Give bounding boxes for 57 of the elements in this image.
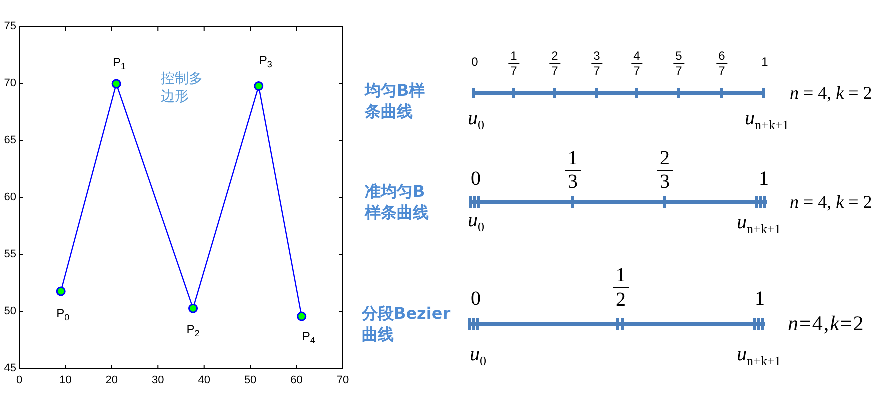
fraction-numerator: 2 [657, 148, 673, 172]
point-label: P$_{4}$ [302, 330, 316, 346]
y-tick-label: 50 [4, 306, 16, 318]
fraction-denominator: 7 [552, 65, 558, 77]
y-tick-label: 45 [4, 364, 16, 374]
knot-value-label: 1 [759, 169, 769, 189]
knot-symbol-label: u$_{0}$ [470, 344, 486, 368]
fraction-numerator: 2 [550, 50, 560, 64]
knot-value-label: 0 [471, 289, 481, 309]
knot-value-label: 1 [762, 56, 768, 68]
curve-type-label: 分段Bezier曲线 [362, 303, 452, 345]
fraction-numerator: 1 [508, 50, 520, 64]
fraction-numerator: 6 [716, 50, 728, 64]
fraction-denominator: 2 [616, 290, 626, 310]
knot-symbol-label: u$_{0}$ [468, 210, 484, 234]
point-label: P$_{1}$ [113, 56, 126, 72]
fraction-numerator: 5 [674, 50, 684, 64]
y-tick-label: 55 [4, 250, 16, 260]
x-tick-label: 30 [152, 376, 164, 386]
y-tick-label: 70 [4, 78, 16, 90]
fraction-denominator: 7 [634, 65, 640, 77]
point-label: P$_{0}$ [56, 308, 70, 323]
knot-value-label: 1 [755, 289, 765, 309]
x-tick-label: 40 [198, 376, 210, 386]
fraction-denominator: 3 [568, 172, 578, 192]
fraction-numerator: 3 [592, 50, 602, 64]
fraction-numerator: 4 [632, 50, 642, 64]
parameter-label: n=4,k=2 [788, 314, 865, 334]
curve-type-label: 准均匀B样条曲线 [365, 181, 429, 223]
fraction-denominator: 7 [676, 65, 682, 77]
point-label: P$_{3}$ [259, 54, 272, 70]
y-tick-label: 65 [4, 136, 16, 146]
fraction-denominator: 7 [510, 65, 518, 77]
x-tick-label: 70 [336, 376, 350, 386]
knot-value-label: 0 [472, 56, 478, 68]
parameter-label: n = 4, k = 2 [790, 84, 872, 102]
knot-symbol-label: u$_{n+k+1}$ [737, 212, 782, 236]
parameter-label: n = 4, k = 2 [790, 193, 872, 211]
knot-symbol-label: u$_{n+k+1}$ [745, 108, 790, 132]
y-tick-label: 60 [4, 192, 16, 204]
x-tick-label: 60 [290, 376, 303, 386]
knot-value-label: 0 [471, 169, 481, 189]
fraction-denominator: 3 [660, 172, 670, 192]
fraction-denominator: 7 [594, 65, 600, 77]
fraction-denominator: 7 [718, 65, 726, 77]
annotation-text: 控制多边形 [161, 70, 204, 106]
knot-symbol-label: u$_{n+k+1}$ [737, 344, 782, 368]
x-tick-label: 20 [106, 376, 118, 386]
x-tick-label: 10 [60, 376, 72, 386]
fraction-numerator: 1 [565, 148, 581, 172]
point-label: P$_{2}$ [186, 323, 200, 338]
curve-type-label: 均匀B样条曲线 [365, 80, 426, 122]
knot-symbol-label: u$_{0}$ [468, 108, 484, 132]
fraction-numerator: 1 [613, 266, 629, 288]
x-tick-label: 50 [244, 376, 257, 386]
x-tick-label: 0 [16, 376, 23, 386]
y-tick-label: 75 [4, 22, 16, 32]
